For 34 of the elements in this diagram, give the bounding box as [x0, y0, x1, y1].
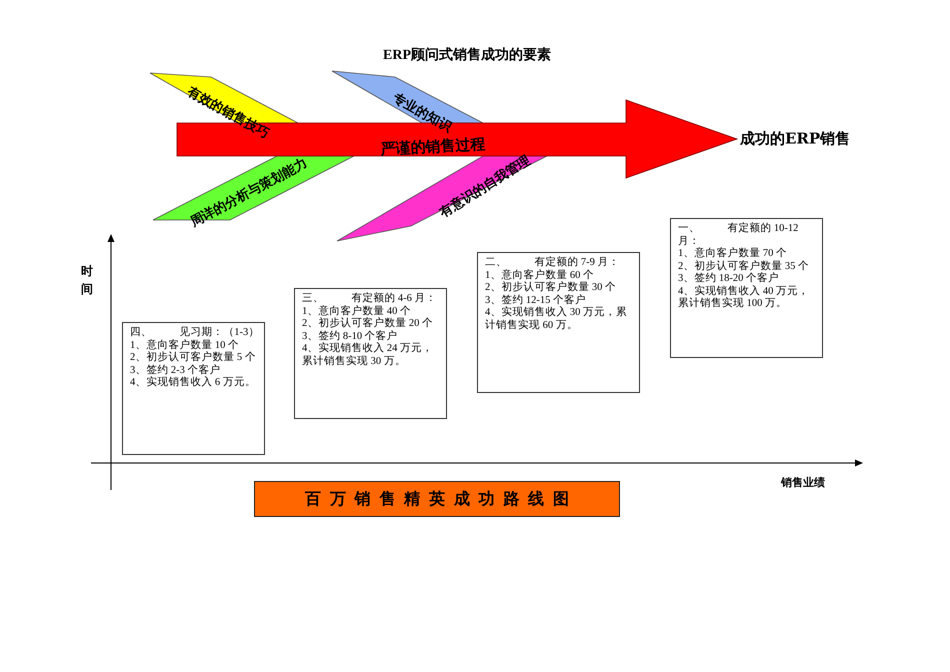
- axis-label: 时间: [81, 263, 94, 298]
- list-item: 2、初步认可客户数量 5 个: [130, 352, 257, 364]
- stage-heading: 四、 见习期：（1-3）: [130, 327, 260, 339]
- bone-text: 专业的知识: [390, 90, 454, 136]
- list-item: 2、初步认可客户数量 35 个: [678, 260, 810, 272]
- banner-title: 百万销售精英成功路线图: [304, 488, 578, 510]
- list-item: 3、签约 2-3 个客户: [130, 364, 222, 376]
- list-item: 3、签约 18-20 个客户: [678, 273, 780, 285]
- stage-box: [122, 322, 265, 455]
- diagram-title: ERP顾问式销售成功的要素: [383, 47, 551, 64]
- list-item: 2、初步认可客户数量 30 个: [485, 282, 617, 294]
- list-item: 1、意向客户数量 70 个: [678, 248, 788, 260]
- list-item: 4、实现销售收入 6 万元。: [130, 377, 257, 390]
- stage-box: [477, 252, 640, 393]
- bone-text: 周详的分析与策划能力: [188, 156, 310, 230]
- fishbone-band: [337, 156, 547, 241]
- axis-label: 销售业绩: [781, 476, 825, 489]
- stage-heading: 三、 有定额的 4-6 月：: [302, 293, 438, 305]
- bone-text: 有效的销售技巧: [184, 84, 272, 142]
- stage-heading: 一、 有定额的 10-12 月：: [678, 223, 800, 247]
- stage-heading: 二、 有定额的 7-9 月：: [485, 257, 621, 269]
- outcome-label: 成功的ERP销售: [740, 132, 850, 146]
- list-item: 2、初步认可客户数量 20 个: [302, 318, 434, 330]
- stage-box: [670, 218, 823, 358]
- list-item: 3、签约 8-10 个客户: [302, 330, 399, 342]
- list-item: 3、签约 12-15 个客户: [485, 294, 587, 306]
- stage-box: [294, 288, 447, 419]
- list-item: 4、实现销售收入 30 万元，累计销售实现 60 万。: [485, 307, 628, 332]
- list-item: 4、实现销售收入 24 万元，累计销售实现 30 万。: [302, 343, 434, 368]
- title-banner: [254, 481, 620, 517]
- list-item: 4、实现销售收入 40 万元，累计销售实现 100 万。: [678, 286, 810, 310]
- list-item: 1、意向客户数量 10 个: [130, 340, 240, 351]
- list-item: 1、意向客户数量 40 个: [302, 306, 412, 317]
- list-item: 1、意向客户数量 60 个: [485, 270, 595, 281]
